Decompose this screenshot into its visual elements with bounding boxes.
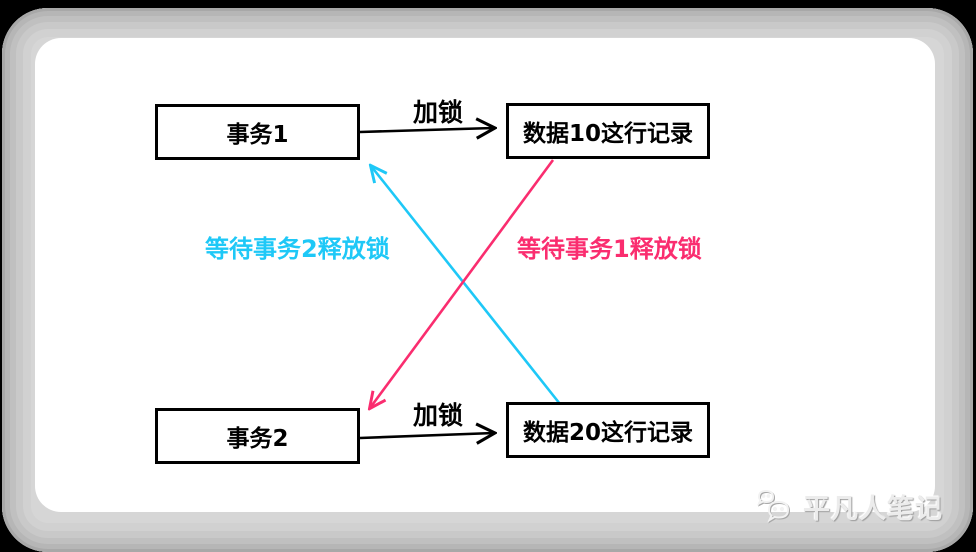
lock-arrow-bottom <box>359 433 494 438</box>
watermark: 平凡人笔记 <box>755 487 943 526</box>
box-transaction-2: 事务2 <box>155 408 360 464</box>
wait-label-cyan: 等待事务2释放锁 <box>205 235 390 263</box>
watermark-text: 平凡人笔记 <box>803 494 943 525</box>
lock-label-bottom: 加锁 <box>412 401 463 430</box>
box-data-row-20: 数据20这行记录 <box>506 402 710 458</box>
wait-label-pink: 等待事务1释放锁 <box>517 235 702 263</box>
wait-arrow-cyan <box>371 166 562 405</box>
diagram-canvas: 事务1 数据10这行记录 事务2 数据20这行记录 加锁 加锁 等待事务2释放锁… <box>35 38 935 512</box>
wechat-icon <box>757 489 790 522</box>
lock-arrow-top <box>359 128 494 132</box>
wait-arrow-pink <box>370 159 555 408</box>
lock-label-top: 加锁 <box>412 98 463 127</box>
box-transaction-1: 事务1 <box>155 104 360 160</box>
box-data-row-10: 数据10这行记录 <box>506 103 710 159</box>
